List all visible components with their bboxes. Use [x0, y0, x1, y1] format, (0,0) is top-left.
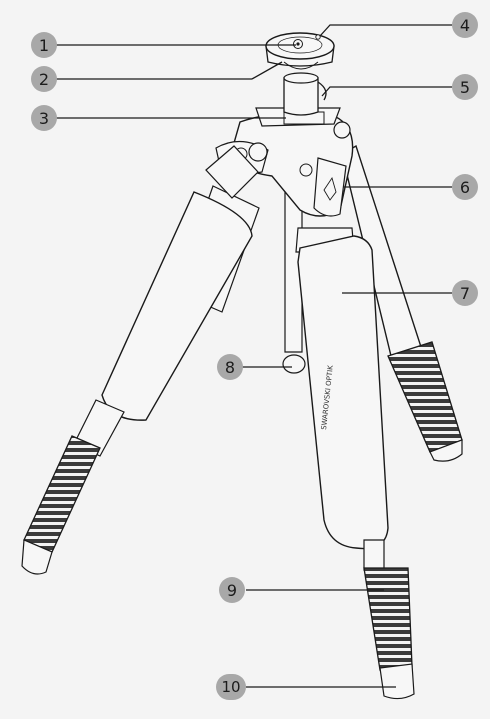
central-hub — [205, 107, 354, 217]
head-plate — [265, 32, 335, 70]
callout-5: 5 — [452, 74, 478, 100]
callout-10: 10 — [216, 674, 246, 700]
leader-line-5 — [321, 86, 452, 97]
callout-2: 2 — [31, 66, 57, 92]
callout-9: 9 — [219, 577, 245, 603]
left-leg — [21, 185, 260, 575]
leader-lines — [56, 24, 452, 688]
callout-8: 8 — [217, 354, 243, 380]
right-leg — [341, 144, 463, 462]
front-leg: SWAROVSKI OPTIK — [295, 227, 415, 700]
leader-line-4 — [319, 24, 452, 37]
callout-4: 4 — [452, 12, 478, 38]
callout-6: 6 — [452, 174, 478, 200]
callout-1: 1 — [31, 32, 57, 58]
leader-line-2b — [251, 61, 283, 80]
callout-3: 3 — [31, 105, 57, 131]
center-column — [283, 72, 327, 116]
callout-7: 7 — [452, 280, 478, 306]
